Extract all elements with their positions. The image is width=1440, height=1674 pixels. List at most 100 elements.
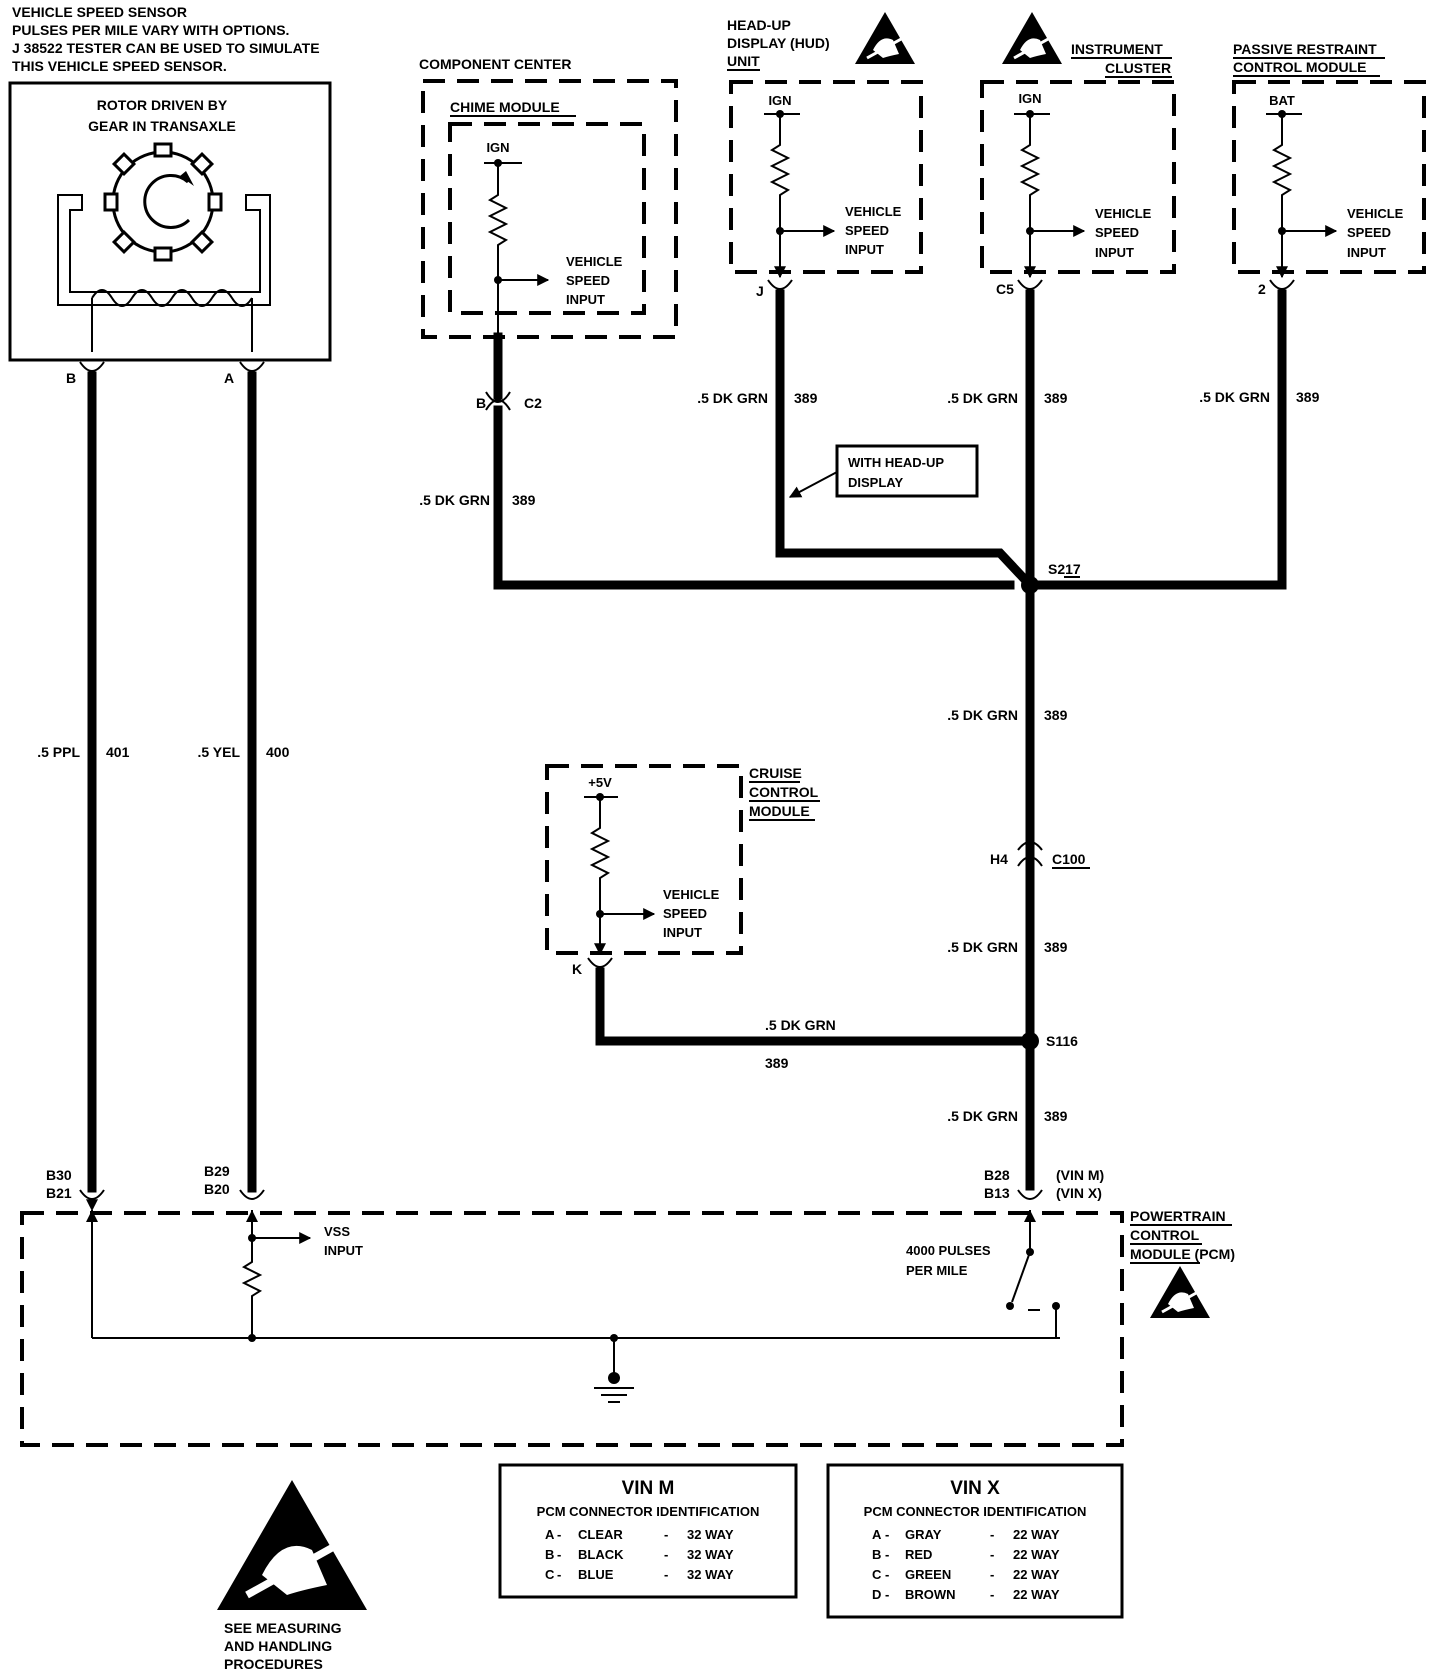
splice-s116-label: S116 [1046,1033,1078,1049]
svg-text:VSS: VSS [324,1224,350,1239]
svg-text:.5 DK GRN: .5 DK GRN [419,492,490,508]
svg-text:VEHICLE: VEHICLE [845,204,902,219]
svg-text:401: 401 [106,744,130,760]
svg-text:SPEED: SPEED [566,273,610,288]
cluster-title: INSTRUMENT [1071,41,1163,57]
pcm-title: POWERTRAIN [1130,1208,1226,1224]
c100-label: C100 [1052,851,1086,867]
svg-text:4000 PULSES: 4000 PULSES [906,1243,991,1258]
resistor-icon [487,163,509,280]
svg-text:B13: B13 [984,1185,1010,1201]
component-center-title: COMPONENT CENTER [419,56,571,72]
esd-warning-icon [1000,10,1064,66]
svg-text:GREEN: GREEN [905,1567,951,1582]
svg-text:C5: C5 [996,281,1014,297]
svg-text:-: - [990,1547,994,1562]
svg-text:VEHICLE: VEHICLE [1095,206,1152,221]
svg-text:22 WAY: 22 WAY [1013,1547,1060,1562]
svg-text:22 WAY: 22 WAY [1013,1587,1060,1602]
svg-text:B28: B28 [984,1167,1010,1183]
hud-box [729,80,923,274]
svg-text:BROWN: BROWN [905,1587,956,1602]
ground-icon [594,1372,634,1403]
svg-text:+5V: +5V [588,775,612,790]
svg-text:(VIN M): (VIN M) [1056,1167,1104,1183]
pickup-coil [57,194,271,352]
resistor-icon [769,114,791,231]
cruise-box [545,764,743,955]
svg-text:CONTROL: CONTROL [749,784,819,800]
svg-text:PULSES PER MILE VARY WITH OPTI: PULSES PER MILE VARY WITH OPTIONS. [12,22,289,38]
svg-text:.5 YEL: .5 YEL [197,744,240,760]
reluctor-rotor-icon [103,142,223,262]
rotor-label-2: GEAR IN TRANSAXLE [88,118,236,134]
vin-x-rows: A - GRAY - 22 WAY B - RED - 22 WAY C - G… [872,1527,1060,1602]
svg-text:-: - [990,1567,994,1582]
svg-text:-: - [990,1527,994,1542]
svg-text:VEHICLE: VEHICLE [1347,206,1404,221]
svg-text:AND HANDLING: AND HANDLING [224,1638,332,1654]
svg-text:PCM CONNECTOR IDENTIFICATION: PCM CONNECTOR IDENTIFICATION [864,1504,1087,1519]
svg-text:B21: B21 [46,1185,72,1201]
svg-text:22 WAY: 22 WAY [1013,1567,1060,1582]
chime-title: CHIME MODULE [450,99,560,115]
svg-text:J 38522 TESTER CAN BE USED TO: J 38522 TESTER CAN BE USED TO SIMULATE [12,40,320,56]
esd-warning-icon [217,1480,367,1610]
esd-note: SEE MEASURING [224,1620,342,1636]
svg-text:D: D [872,1587,881,1602]
svg-text:.5 DK GRN: .5 DK GRN [947,707,1018,723]
svg-text:A: A [545,1527,555,1542]
svg-text:32 WAY: 32 WAY [687,1547,734,1562]
svg-text:MODULE (PCM): MODULE (PCM) [1130,1246,1235,1262]
svg-text:SPEED: SPEED [845,223,889,238]
svg-text:C: C [872,1567,882,1582]
svg-text:J: J [756,283,764,299]
svg-text:.5 DK GRN: .5 DK GRN [697,390,768,406]
svg-text:PROCEDURES: PROCEDURES [224,1656,323,1672]
svg-text:-: - [557,1547,561,1562]
resistor-icon [241,1238,263,1338]
svg-text:C2: C2 [524,395,542,411]
splice-s217-label: S217 [1048,561,1081,577]
component-center-box [421,79,678,339]
svg-text:BLACK: BLACK [578,1547,624,1562]
svg-text:2: 2 [1258,281,1266,297]
hud-title: HEAD-UP [727,17,791,33]
svg-text:IGN: IGN [1018,91,1041,106]
svg-text:INPUT: INPUT [663,925,702,940]
svg-text:(VIN X): (VIN X) [1056,1185,1102,1201]
svg-text:BLUE: BLUE [578,1567,614,1582]
restraint-title: PASSIVE RESTRAINT [1233,41,1377,57]
svg-text:DISPLAY (HUD): DISPLAY (HUD) [727,35,830,51]
svg-text:.5 DK GRN: .5 DK GRN [947,1108,1018,1124]
switch-icon [1006,1251,1060,1311]
svg-text:VIN X: VIN X [950,1478,1000,1499]
svg-text:389: 389 [1296,389,1320,405]
svg-text:INPUT: INPUT [324,1243,363,1258]
svg-text:B: B [872,1547,881,1562]
resistor-icon [1271,114,1293,231]
svg-text:400: 400 [266,744,290,760]
svg-text:CONTROL: CONTROL [1130,1227,1200,1243]
svg-text:IGN: IGN [486,140,509,155]
wire-restraint-389 [1035,289,1287,590]
svg-text:.5 PPL: .5 PPL [37,744,80,760]
splice-s116 [1021,1032,1039,1050]
svg-text:389: 389 [1044,707,1068,723]
svg-text:INPUT: INPUT [566,292,605,307]
svg-text:VIN M: VIN M [622,1478,675,1499]
svg-text:B29: B29 [204,1163,230,1179]
svg-text:-: - [664,1547,668,1562]
svg-text:32 WAY: 32 WAY [687,1567,734,1582]
vss-note: VEHICLE SPEED SENSOR PULSES PER MILE VAR… [12,4,320,74]
restraint-box [1232,80,1426,274]
svg-text:32 WAY: 32 WAY [687,1527,734,1542]
svg-text:389: 389 [765,1055,789,1071]
svg-text:VEHICLE: VEHICLE [663,887,720,902]
svg-text:PER MILE: PER MILE [906,1263,968,1278]
svg-text:BAT: BAT [1269,93,1295,108]
svg-text:CLUSTER: CLUSTER [1105,60,1171,76]
svg-text:-: - [664,1567,668,1582]
svg-text:-: - [557,1527,561,1542]
svg-text:A: A [872,1527,882,1542]
